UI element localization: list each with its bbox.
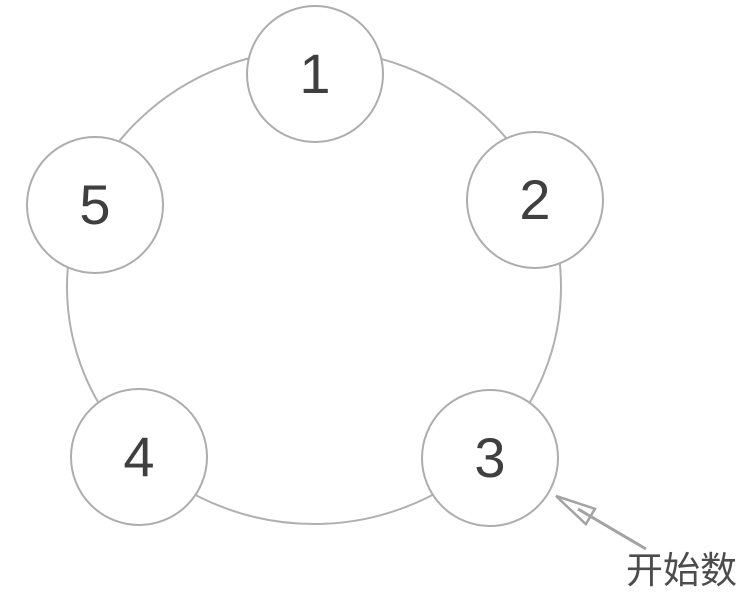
arrow-shaft [577, 507, 647, 551]
arrowhead-icon [555, 494, 597, 527]
node-3: 3 [421, 389, 559, 527]
start-pointer-arrow [555, 494, 647, 551]
node-3-label: 3 [474, 426, 506, 489]
node-1-label: 1 [299, 42, 331, 105]
node-2-label: 2 [519, 168, 551, 231]
node-2: 2 [466, 131, 604, 269]
node-5: 5 [26, 136, 164, 274]
node-1: 1 [246, 5, 384, 143]
node-5-label: 5 [79, 173, 111, 236]
node-4: 4 [70, 388, 208, 526]
start-count-label: 开始数 [626, 550, 737, 591]
node-4-label: 4 [123, 425, 155, 488]
